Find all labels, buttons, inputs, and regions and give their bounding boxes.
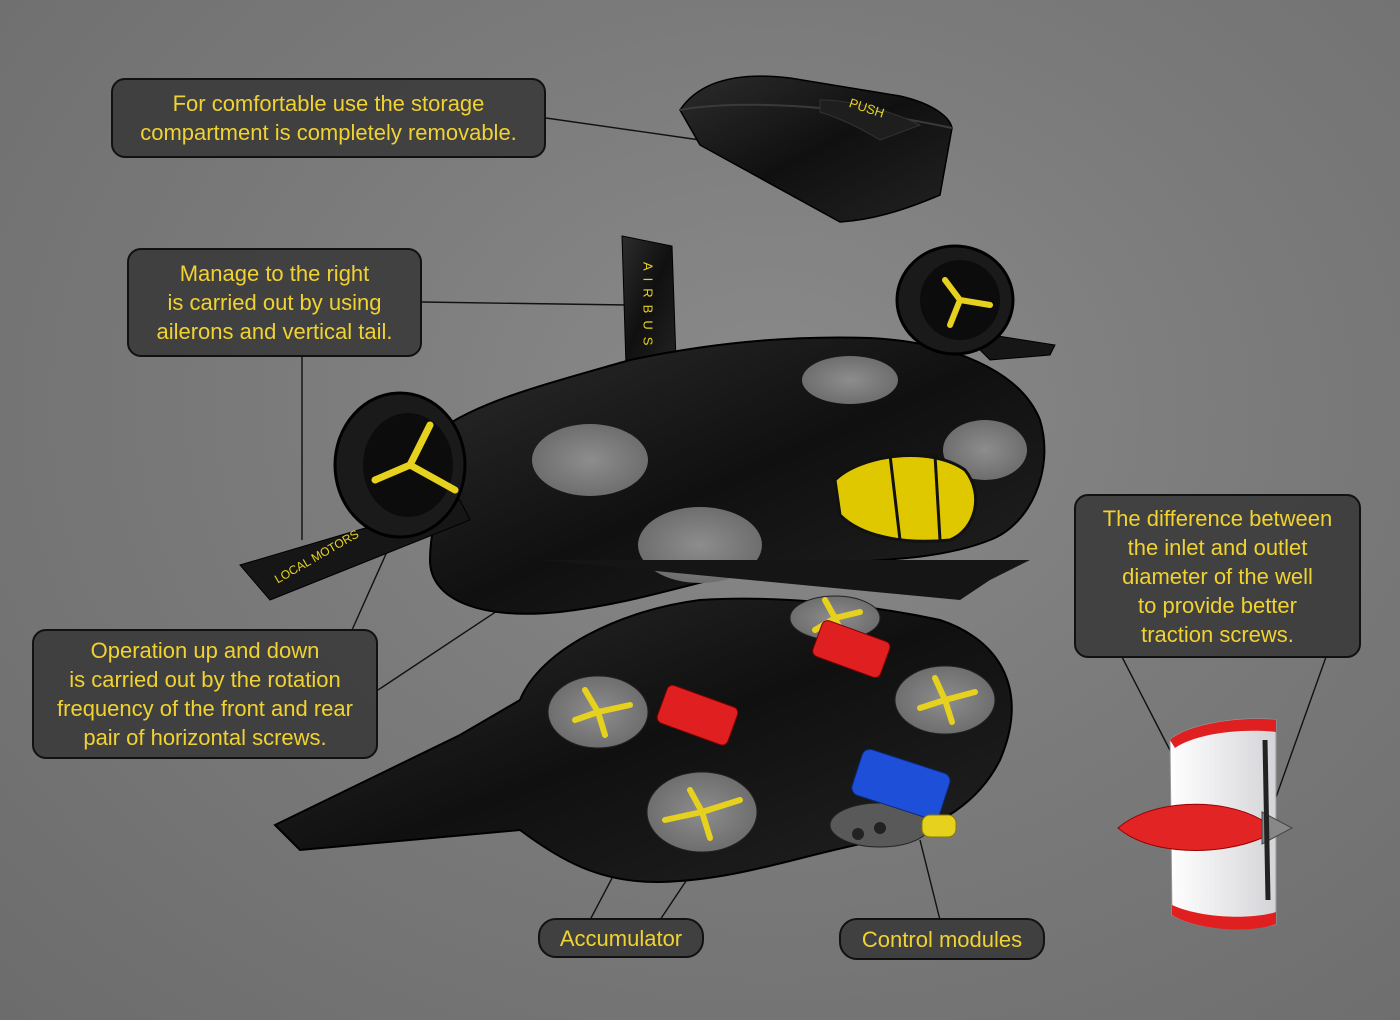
duct-difference-callout: The difference between the inlet and out…	[1074, 494, 1361, 658]
lower-chassis	[273, 560, 1030, 884]
vertical-tail: AIRBUS	[621, 235, 677, 367]
vertical-control-callout: Operation up and down is carried out by …	[32, 629, 378, 759]
duct-cross-section	[1117, 718, 1294, 930]
accumulator-battery	[656, 620, 891, 746]
tail-decal: AIRBUS	[641, 262, 656, 352]
rear-ducted-fan	[895, 244, 1015, 356]
accumulator-label: Accumulator	[538, 918, 704, 958]
steering-callout: Manage to the right is carried out by us…	[127, 248, 422, 357]
upper-body-shell: LOCAL MOTORS	[239, 329, 1056, 615]
storage-callout: For comfortable use the storage compartm…	[111, 78, 546, 158]
front-ducted-fan	[333, 391, 467, 539]
storage-compartment: PUSH	[679, 75, 953, 223]
control-modules-label: Control modules	[839, 918, 1045, 960]
control-module	[851, 748, 957, 840]
